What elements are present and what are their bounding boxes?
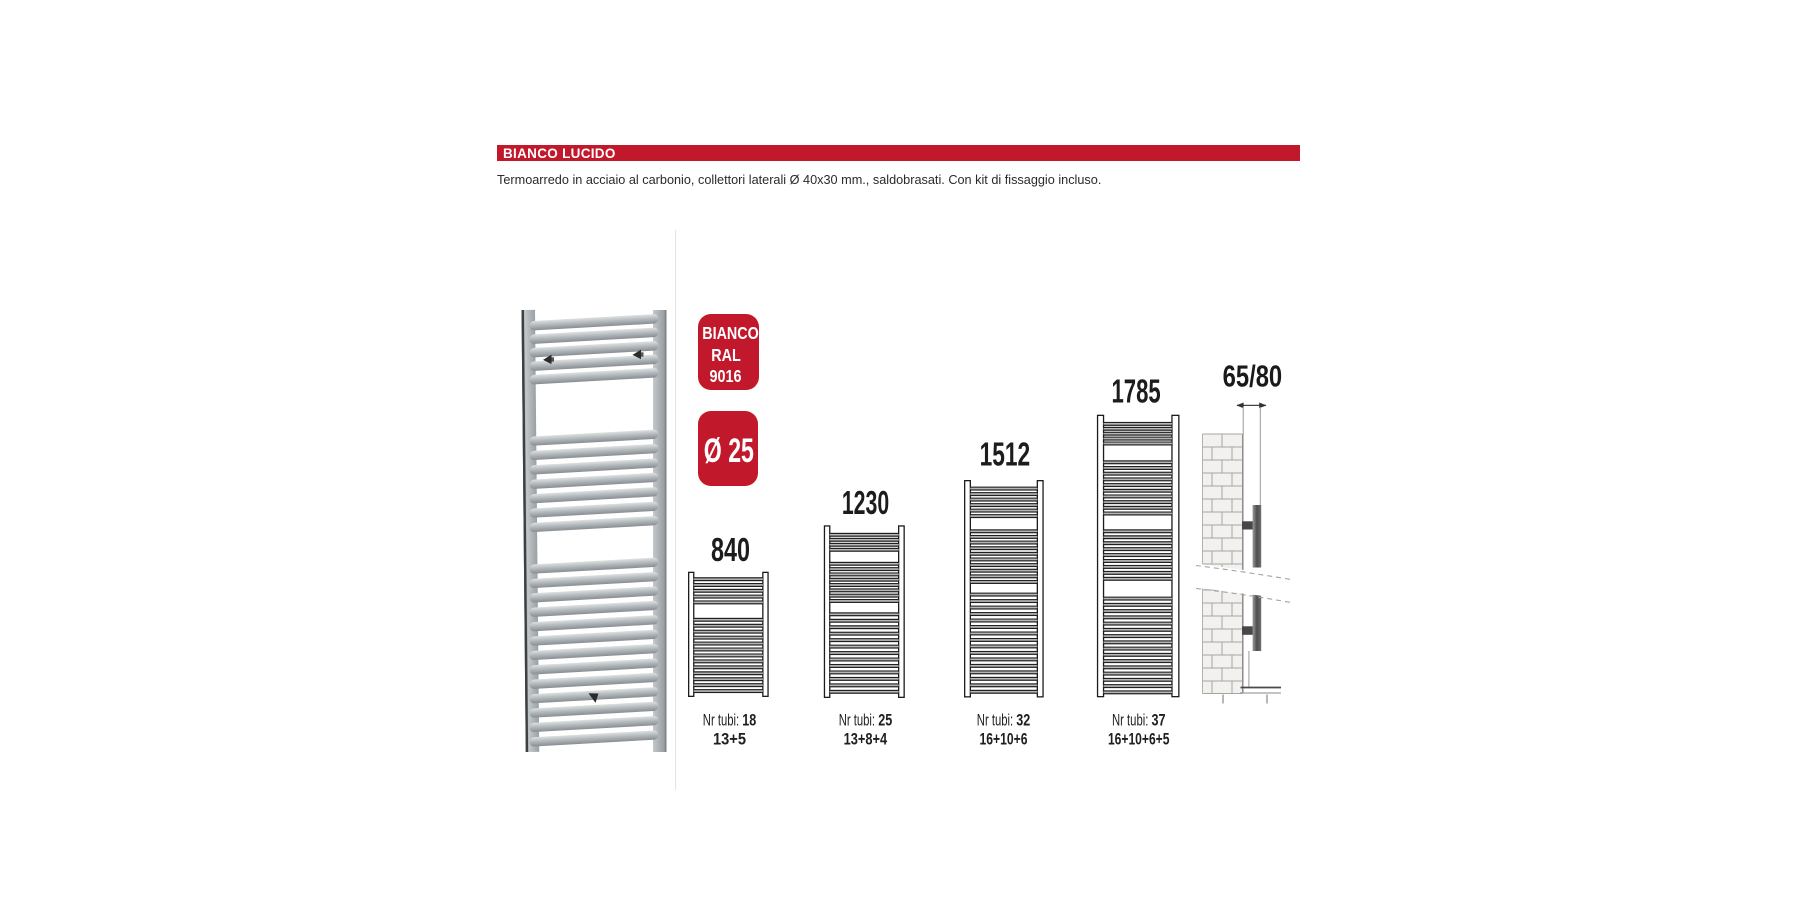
svg-text:1512: 1512 <box>980 435 1031 472</box>
svg-text:65/80: 65/80 <box>1223 358 1283 393</box>
svg-text:13+5: 13+5 <box>713 731 746 749</box>
svg-text:Nr tubi: 25: Nr tubi: 25 <box>839 712 893 730</box>
svg-text:Nr tubi: 32: Nr tubi: 32 <box>977 712 1031 730</box>
svg-text:16+10+6+5: 16+10+6+5 <box>1108 731 1170 749</box>
svg-text:1230: 1230 <box>842 484 889 521</box>
svg-text:Nr tubi: 37: Nr tubi: 37 <box>1112 712 1166 730</box>
svg-text:840: 840 <box>711 531 750 568</box>
svg-text:13+8+4: 13+8+4 <box>844 731 888 749</box>
svg-text:Nr tubi: 18: Nr tubi: 18 <box>703 712 757 730</box>
svg-text:16+10+6: 16+10+6 <box>980 731 1028 749</box>
svg-text:1785: 1785 <box>1112 372 1161 409</box>
